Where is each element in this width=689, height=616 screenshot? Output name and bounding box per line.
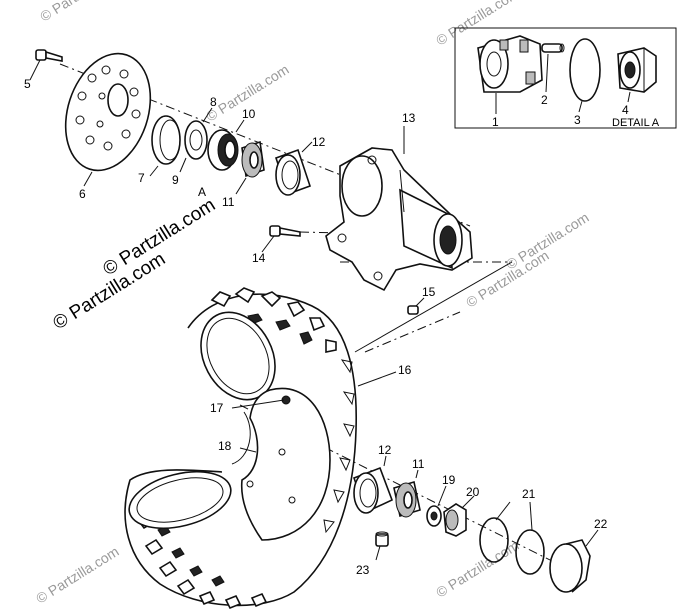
callout-11-upper: 11: [222, 195, 235, 209]
part-14-wheel-stud: [269, 225, 301, 237]
callout-8: 8: [210, 95, 217, 109]
callout-18: 18: [218, 439, 232, 453]
callout-A: A: [198, 185, 206, 199]
callout-16: 16: [398, 363, 412, 377]
axis-line-hub-to-wheel: [354, 261, 513, 353]
part-6-brake-disc: [64, 52, 152, 172]
part-11-bearing-upper: [241, 140, 265, 178]
callout-5: 5: [24, 77, 31, 91]
part-12-bearing-cup-lower: [352, 466, 394, 514]
detail-frame: [454, 27, 677, 129]
callout-19: 19: [442, 473, 456, 487]
part-5-bolt: [35, 49, 63, 62]
callout-15: 15: [422, 285, 436, 299]
detail-part-3-o-ring: [569, 38, 601, 102]
part-16-tire: [124, 287, 358, 610]
watermark-faint: © Partzilla.com: [33, 543, 121, 607]
callout-20: 20: [466, 485, 480, 499]
callout-1: 1: [492, 115, 499, 129]
detail-part-4-castle-nut: [617, 47, 657, 93]
part-19-washer: [426, 505, 442, 527]
detail-part-1-lock-hub: [477, 35, 543, 93]
detail-a-label: DETAIL A: [612, 117, 660, 129]
callout-11-lower: 11: [412, 457, 425, 471]
part-13-wheel-hub: [325, 147, 473, 292]
callout-4: 4: [622, 103, 629, 117]
part-15-set-screw: [407, 305, 419, 315]
callout-10: 10: [242, 107, 256, 121]
part-12-bearing-cup-upper: [274, 148, 312, 196]
callout-21: 21: [522, 487, 536, 501]
callout-3: 3: [574, 113, 581, 127]
detail-part-2-pin: [541, 43, 565, 53]
axis-line-stud: [364, 311, 461, 353]
watermark-faint: © Partzilla.com: [433, 537, 521, 601]
callout-22: 22: [594, 517, 608, 531]
part-21-o-rings: [479, 517, 545, 575]
watermark-faint: © Partzilla.com: [37, 0, 125, 25]
callout-14: 14: [252, 251, 266, 265]
part-20-castle-nut: [443, 503, 467, 537]
detail-a-box: 1 2 3 4 DETAIL A: [454, 27, 677, 129]
callout-17: 17: [210, 401, 224, 415]
callout-7: 7: [138, 171, 145, 185]
part-22-hub-cap: [549, 539, 591, 593]
callout-6: 6: [79, 187, 86, 201]
callout-12-lower: 12: [378, 443, 392, 457]
part-8-spacer: [184, 120, 208, 160]
callout-2: 2: [541, 93, 548, 107]
part-11-bearing-lower: [393, 480, 421, 518]
callout-13: 13: [402, 111, 416, 125]
callout-12-upper: 12: [312, 135, 326, 149]
callout-23: 23: [356, 563, 370, 577]
callout-9: 9: [172, 173, 179, 187]
part-7-seal: [151, 115, 181, 165]
part-23-valve-stem: [375, 531, 389, 547]
part-18-wheel-rim: [231, 387, 331, 541]
part-10-bearing-race: [207, 129, 239, 171]
